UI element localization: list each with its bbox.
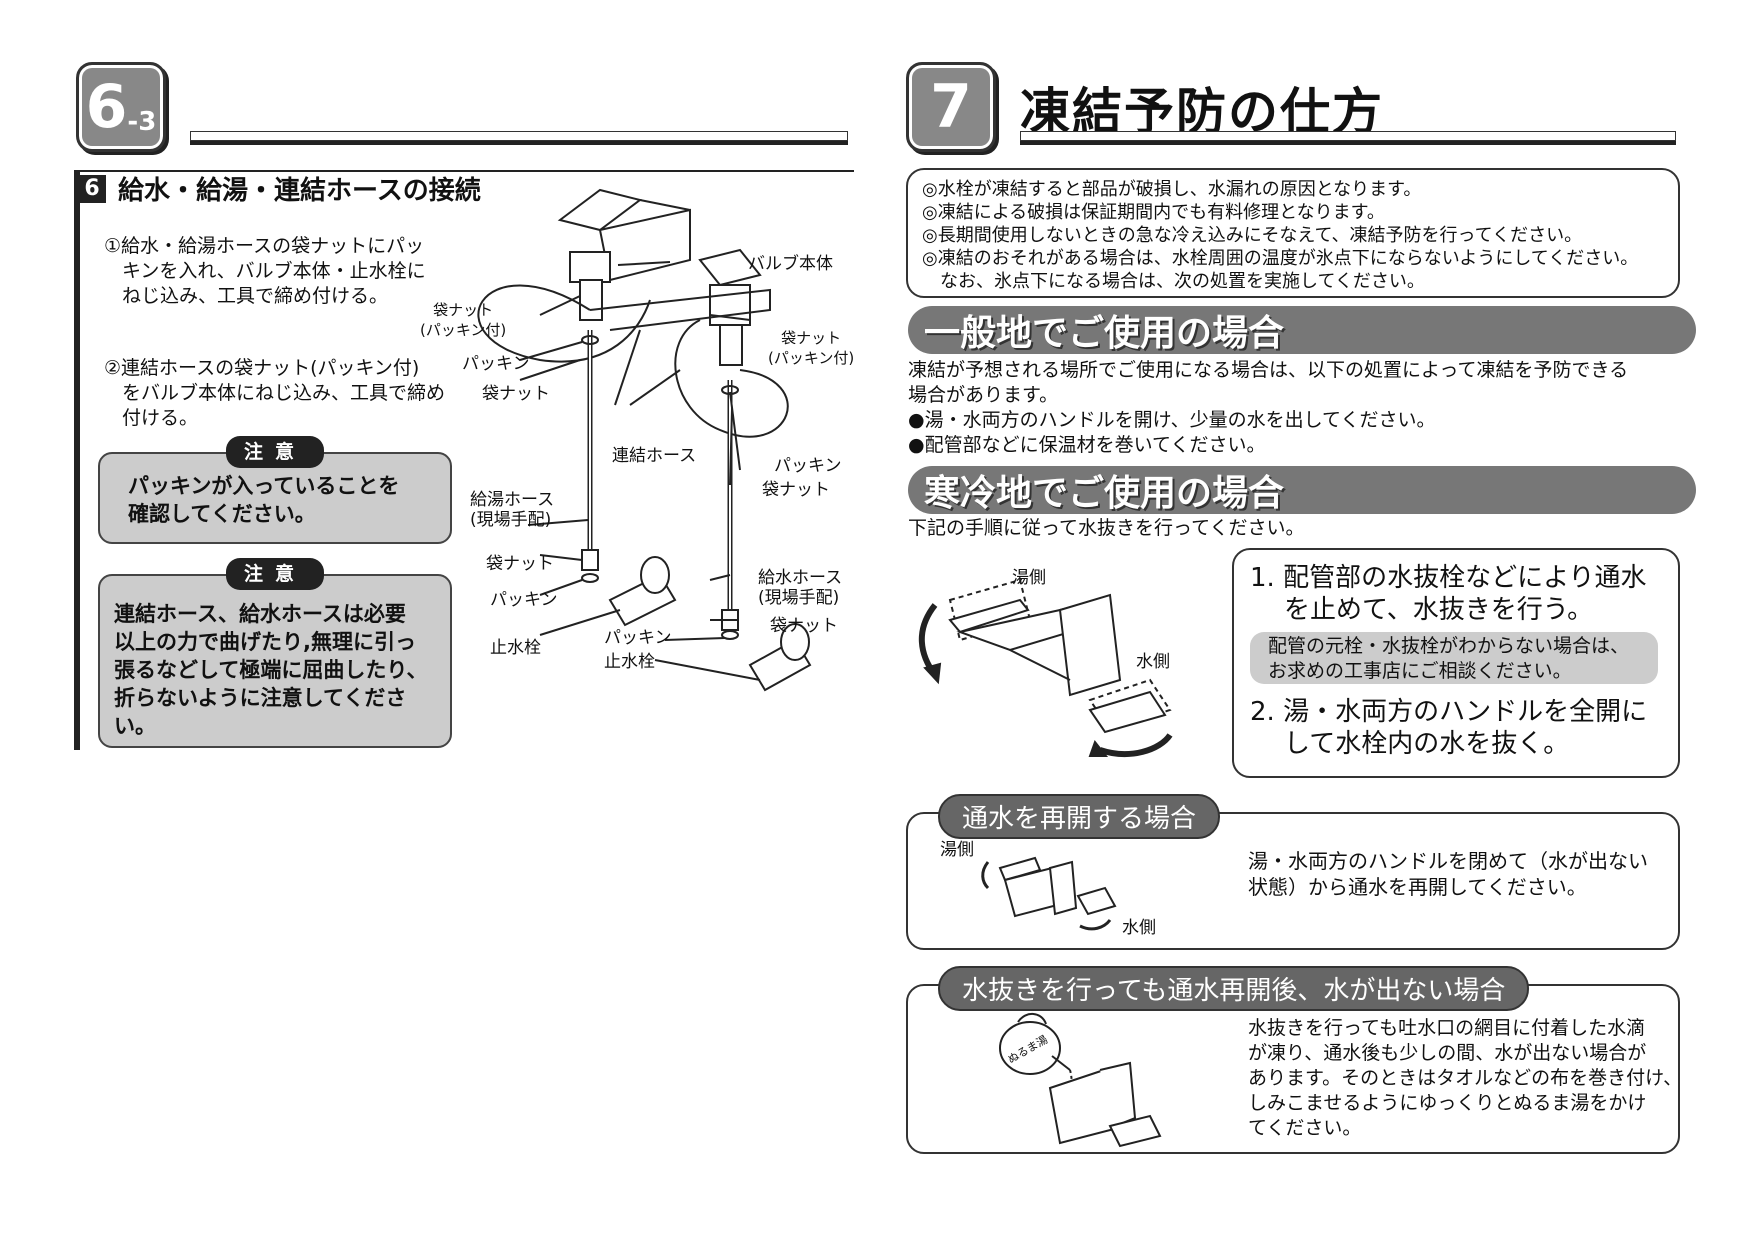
cold-side-label: 水側 [1136,652,1170,672]
note-line: ◎長期間使用しないときの急な冷え込みにそなえて、凍結予防を行ってください。 [922,225,1583,246]
label-packing-2: パッキン [774,456,842,476]
caution-line: 張るなどして極端に屈曲したり、 [114,658,428,682]
no-water-title: 水抜きを行っても通水再開後、水が出ない場合 [938,966,1530,1011]
no-water-line: しみこませるようにゆっくりとぬるま湯をかけ [1248,1092,1647,1114]
resume-water-title: 通水を再開する場合 [938,794,1221,839]
resume-text: 湯・水両方のハンドルを閉めて（水が出ない 状態）から通水を再開してください。 [1248,848,1648,900]
caution-tag: 注意 [225,436,325,468]
general-bullet: ●配管部などに保温材を巻いてください。 [908,434,1266,456]
step2-line: ②連結ホースの袋ナット(パッキン付) [104,357,420,379]
cold-area-heading: 寒冷地でご使用の場合 [908,466,1696,514]
note-line: ◎水栓が凍結すると部品が破損し、水漏れの原因となります。 [922,179,1422,200]
label-line: 給水ホース [758,568,843,588]
general-line: 場合があります。 [908,384,1059,406]
note-line: なお、氷点下になる場合は、次の処置を実施してください。 [922,271,1425,292]
step1-line: を止めて、水抜きを行う。 [1284,595,1594,625]
label-cold-hose: 給水ホース (現場手配) [758,568,842,608]
label-line: 袋ナット [781,329,842,347]
resume-faucet-diagram [981,856,1117,931]
badge-subnumber: -3 [127,107,157,137]
label-nut-1: 袋ナット [482,384,550,404]
note-line: ◎凍結のおそれがある場合は、水栓周囲の温度が氷点下にならないようにしてください。 [922,248,1639,269]
label-line: 袋ナット [433,301,494,319]
subsection-number: 6 [78,174,106,203]
subsection-title: 給水・給湯・連結ホースの接続 [118,176,481,206]
no-water-line: てください。 [1248,1117,1362,1139]
caution-line: 折らないように注意してくださ [114,686,407,710]
step1-note-line: お求めの工事店にご相談ください。 [1268,660,1572,682]
caution-box-2: 注意 連結ホース、給水ホースは必要 以上の力で曲げたり,無理に引っ 張るなどして… [98,558,452,748]
caution-tag: 注意 [225,558,325,590]
general-bullet: ●湯・水両方のハンドルを開け、少量の水を出してください。 [908,409,1436,431]
label-nut-packing-a: 袋ナット (パッキン付) [420,300,506,340]
label-line: (現場手配) [758,588,840,608]
label-nut-packing-b: 袋ナット (パッキン付) [768,328,854,368]
caution-line: 以上の力で曲げたり,無理に引っ [114,630,416,654]
hose-connection-diagram [477,188,812,692]
label-nut-3: 袋ナット [486,554,554,574]
step1-note-line: 配管の元栓・水抜栓がわからない場合は、 [1268,635,1630,657]
no-water-line: 水抜きを行っても吐水口の網目に付着した水滴 [1248,1017,1646,1039]
drain-steps-box: 1. 配管部の水抜栓などにより通水 を止めて、水抜きを行う。 配管の元栓・水抜栓… [1232,548,1680,778]
step1-line: 1. 配管部の水抜栓などにより通水 [1250,563,1647,593]
resume-cold-label: 水側 [1122,918,1156,938]
header-rule-left [190,131,848,141]
label-stop-valve-2: 止水栓 [604,652,655,672]
badge-number: 6 [85,72,128,142]
caution-box-1: 注意 パッキンが入っていることを 確認してください。 [98,436,452,544]
label-line: (現場手配) [470,510,552,530]
label-line: 給湯ホース [470,490,555,510]
label-link-hose: 連結ホース [612,446,697,466]
label-hot-hose: 給湯ホース (現場手配) [470,490,554,530]
label-stop-valve-1: 止水栓 [490,638,541,658]
cold-area-title: 寒冷地でご使用の場合 [924,473,1285,514]
general-line: 凍結が予想される場所でご使用になる場合は、以下の処置によって凍結を予防できる [908,359,1629,381]
step1-line: キンを入れ、バルブ本体・止水栓に [122,260,426,282]
label-packing-4: パッキン [604,628,672,648]
step2-line: 付ける。 [122,407,199,429]
kettle-faucet-diagram [999,1013,1162,1148]
step1-line: ①給水・給湯ホースの袋ナットにパッ [104,235,425,257]
label-valve-body: バルブ本体 [748,254,833,274]
resume-line: 湯・水両方のハンドルを閉めて（水が出ない [1248,849,1648,873]
label-line: (パッキン付) [768,349,855,367]
caution-line: 確認してください。 [128,502,316,526]
step2-line: をバルブ本体にねじ込み、工具で締め [122,382,446,404]
hot-side-label: 湯側 [1012,568,1046,588]
badge-number: 7 [930,72,972,142]
no-water-line: が凍り、通水後も少しの間、水が出ない場合が [1248,1042,1647,1064]
section-top-line [74,170,854,172]
step2-text: ②連結ホースの袋ナット(パッキン付) をバルブ本体にねじ込み、工具で締め 付ける… [104,356,445,431]
label-packing-3: パッキン [490,590,558,610]
label-line: (パッキン付) [420,321,507,339]
step1-note: 配管の元栓・水抜栓がわからない場合は、 お求めの工事店にご相談ください。 [1250,632,1658,684]
resume-line: 状態）から通水を再開してください。 [1248,875,1587,899]
general-area-title: 一般地でご使用の場合 [924,313,1285,354]
no-water-text: 水抜きを行っても吐水口の網目に付着した水滴 が凍り、通水後も少しの間、水が出ない… [1248,1016,1682,1141]
subsection-heading: 6 給水・給湯・連結ホースの接続 [78,170,481,207]
step2-line: して水栓内の水を抜く。 [1284,729,1570,759]
caution-line: い。 [114,714,156,738]
section-badge-6-3: 6-3 [76,62,166,152]
cold-area-intro: 下記の手順に従って水抜きを行ってください。 [908,517,1305,539]
caution-line: 連結ホース、給水ホースは必要 [114,602,406,626]
header-rule-right [1020,131,1676,141]
step2-line: 2. 湯・水両方のハンドルを全開に [1250,697,1648,727]
label-packing-1: パッキン [462,354,530,374]
resume-hot-label: 湯側 [940,840,974,860]
step1-text: ①給水・給湯ホースの袋ナットにパッ キンを入れ、バルブ本体・止水栓に ねじ込み、… [104,234,426,309]
general-area-heading: 一般地でご使用の場合 [908,306,1696,354]
notes-box: ◎水栓が凍結すると部品が破損し、水漏れの原因となります。 ◎凍結による破損は保証… [906,168,1680,298]
section-left-bar [74,170,80,750]
step1-line: ねじ込み、工具で締め付ける。 [122,285,389,307]
caution-line: パッキンが入っていることを [128,474,400,498]
section-badge-7: 7 [906,62,996,152]
no-water-line: あります。そのときはタオルなどの布を巻き付け、 [1248,1067,1683,1089]
label-nut-4: 袋ナット [770,616,838,636]
note-line: ◎凍結による破損は保証期間内でも有料修理となります。 [922,202,1385,223]
label-nut-2: 袋ナット [762,480,830,500]
general-area-text: 凍結が予想される場所でご使用になる場合は、以下の処置によって凍結を予防できる 場… [908,358,1628,458]
drain-faucet-diagram [918,578,1173,758]
